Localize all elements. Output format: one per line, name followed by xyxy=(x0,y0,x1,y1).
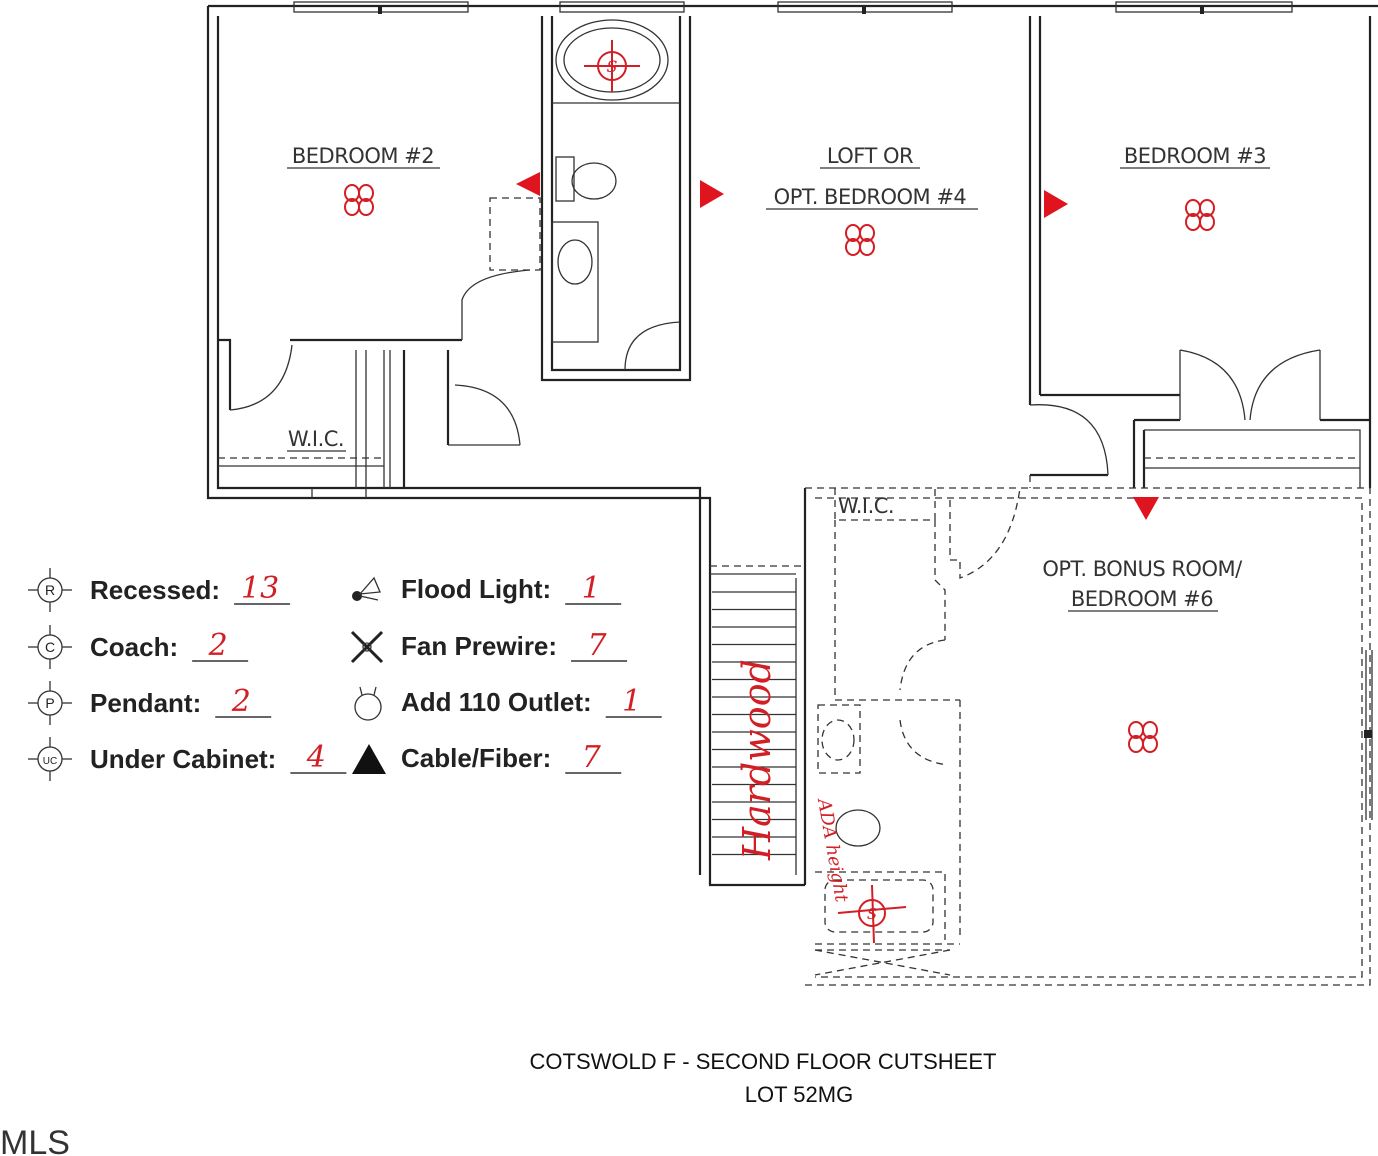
room-labels: BEDROOM #2 LOFT OR OPT. BEDROOM #4 BEDRO… xyxy=(287,144,1270,612)
hardwood-note: Hardwood xyxy=(735,659,779,861)
loft-label-line2: OPT. BEDROOM #4 xyxy=(774,185,967,209)
legend-label: Add 110 Outlet: xyxy=(401,687,592,717)
legend-fan-prewire: Fan Prewire: 7 xyxy=(350,628,628,664)
fan-prewire-mark xyxy=(344,184,374,216)
loft-label-line1: LOFT OR xyxy=(827,144,913,168)
bonus-label-line1: OPT. BONUS ROOM/ xyxy=(1042,557,1243,581)
legend-count: 4 xyxy=(306,740,326,775)
legend-label: Fan Prewire: xyxy=(401,631,557,661)
fan-petal xyxy=(1142,735,1158,753)
legend-count: 2 xyxy=(231,684,251,719)
svg-text:P: P xyxy=(45,695,54,711)
bedroom3-label: BEDROOM #3 xyxy=(1124,144,1266,168)
cable-fiber-icon xyxy=(352,744,386,774)
svg-text:C: C xyxy=(45,639,55,655)
legend-count: 7 xyxy=(588,628,608,663)
legend-count: 13 xyxy=(241,571,279,606)
svg-text:S: S xyxy=(867,905,877,923)
legend-under-cabinet: UC Under Cabinet: 4 xyxy=(28,737,347,781)
svg-text:S: S xyxy=(607,57,618,76)
fan-petal xyxy=(1199,213,1215,231)
speaker-mark: S xyxy=(837,884,907,944)
fan-prewire-mark xyxy=(1185,199,1215,231)
fan-petal xyxy=(1199,199,1215,217)
cable-fiber-mark xyxy=(516,172,540,196)
sheet-subtitle: LOT 52MG xyxy=(745,1082,853,1107)
legend-label: Coach: xyxy=(90,632,178,662)
wic1-label: W.I.C. xyxy=(288,427,344,451)
legend-label: Under Cabinet: xyxy=(90,744,276,774)
recessed-icon: R xyxy=(28,568,72,612)
legend-count: 2 xyxy=(208,628,228,663)
fan-petal xyxy=(859,238,875,256)
legend-pendant: P Pendant: 2 xyxy=(28,681,272,725)
pendant-icon: P xyxy=(28,681,72,725)
bedroom2-label: BEDROOM #2 xyxy=(292,144,434,168)
cable-fiber-mark xyxy=(1044,190,1068,218)
legend-label: Cable/Fiber: xyxy=(401,743,551,773)
cable-fiber-mark xyxy=(1133,497,1159,520)
legend-count: 7 xyxy=(582,740,602,775)
fan-prewire-mark xyxy=(845,224,875,256)
legend-label: Flood Light: xyxy=(401,574,551,604)
exterior-walls xyxy=(206,1,1378,887)
fan-petal xyxy=(859,224,875,242)
legend-cable: Cable/Fiber: 7 xyxy=(352,740,622,775)
interior-walls xyxy=(218,16,1370,498)
bonus-label-line2: BEDROOM #6 xyxy=(1071,587,1213,611)
legend-coach: C Coach: 2 xyxy=(28,625,249,669)
fan-prewire-icon xyxy=(350,630,384,664)
fan-petal xyxy=(358,198,374,216)
bonus-room-walls xyxy=(805,475,1373,986)
svg-text:R: R xyxy=(45,582,55,598)
legend-flood-light: Flood Light: 1 xyxy=(352,571,622,606)
outlet-icon xyxy=(354,686,382,721)
ada-height-note: ADA height xyxy=(813,795,852,904)
under-cabinet-icon: UC xyxy=(28,737,72,781)
sheet-title: COTSWOLD F - SECOND FLOOR CUTSHEET xyxy=(530,1049,997,1074)
fan-prewire-mark xyxy=(1128,721,1158,753)
legend-count: 1 xyxy=(622,684,641,719)
wic2-label: W.I.C. xyxy=(838,494,894,518)
staircase xyxy=(710,488,807,885)
fan-petal xyxy=(1142,721,1158,739)
red-markups: S S Hardwood ADA height xyxy=(344,40,1215,944)
fan-petal xyxy=(358,184,374,202)
speaker-mark: S xyxy=(584,40,640,92)
flood-light-icon xyxy=(352,576,381,601)
legend-count: 1 xyxy=(582,571,601,606)
mls-watermark: MLS xyxy=(0,1124,70,1156)
coach-icon: C xyxy=(28,625,72,669)
legend-outlet: Add 110 Outlet: 1 xyxy=(354,684,662,721)
legend-recessed: R Recessed: 13 xyxy=(28,568,291,612)
legend-label: Recessed: xyxy=(90,575,220,605)
cable-fiber-mark xyxy=(700,180,724,208)
svg-text:UC: UC xyxy=(43,756,57,767)
legend-label: Pendant: xyxy=(90,688,201,718)
